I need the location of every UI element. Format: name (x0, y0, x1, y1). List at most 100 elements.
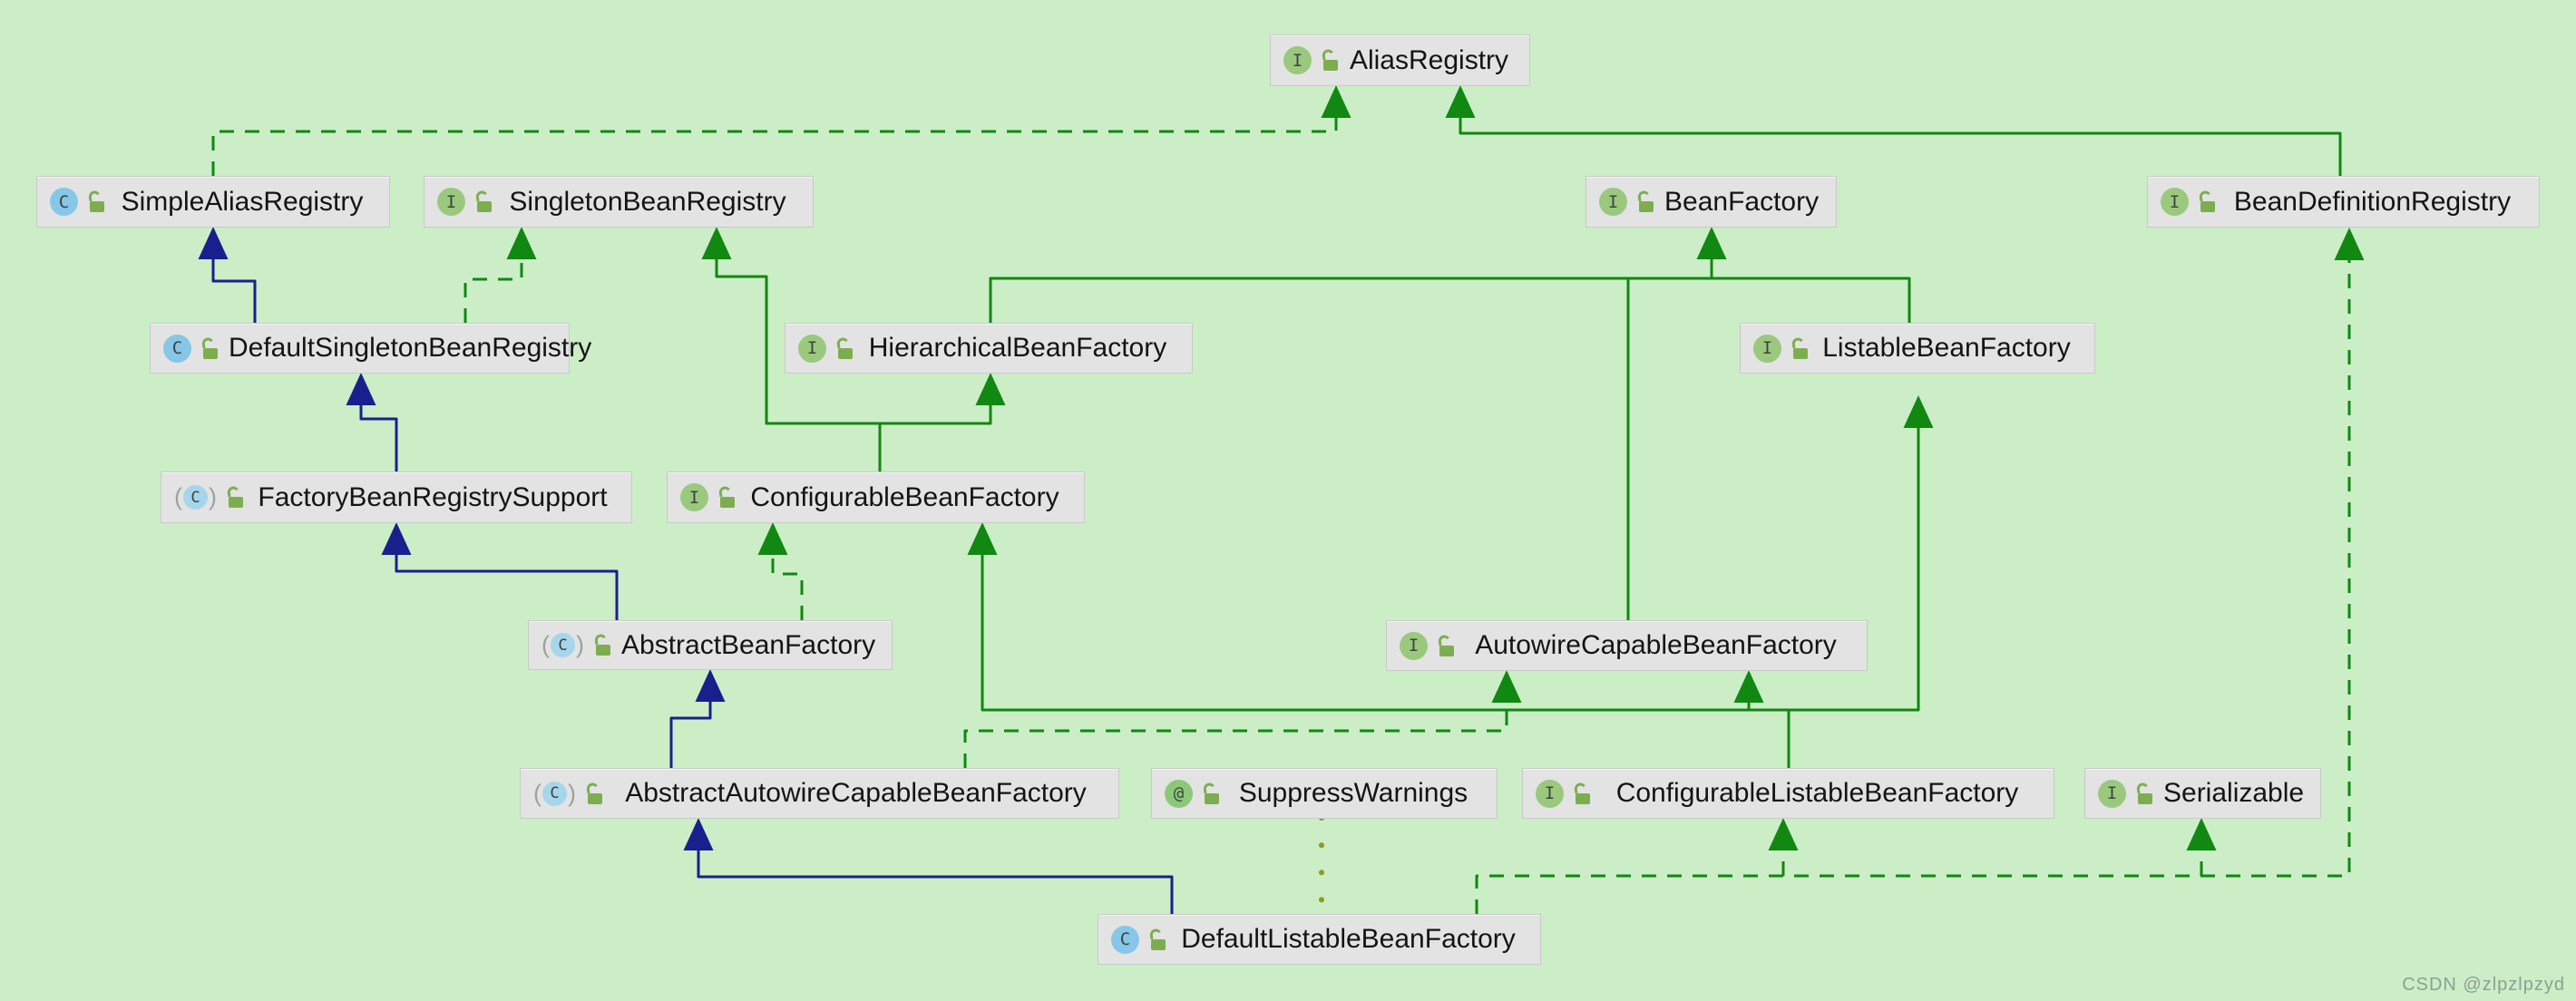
node-ListableBeanFactory[interactable]: I ListableBeanFactory (1740, 323, 2095, 374)
lock-icon (2199, 190, 2215, 212)
edge-ConfigurableListableBeanFactory-extends-AutowireCapableBeanFactory (1733, 670, 1789, 712)
lock-icon (227, 486, 243, 508)
node-AbstractBeanFactory[interactable]: (C ) AbstractBeanFactory (528, 620, 893, 670)
edge-HierarchicalBeanFactory-extends-BeanFactory (989, 227, 1727, 323)
interface-icon: I (1536, 779, 1564, 808)
node-icons: I (437, 188, 495, 216)
node-AbstractAutowireCapableBeanFactory[interactable]: (C ) AbstractAutowireCapableBeanFactory (520, 768, 1119, 819)
lock-icon (594, 634, 610, 656)
lock-icon (1574, 782, 1590, 804)
watermark: CSDN @zlpzlpzyd (2402, 975, 2565, 995)
abstract-class-icon: C (183, 485, 208, 510)
node-label: SuppressWarnings (1238, 778, 1469, 808)
edge-AbstractAutowireCapableBeanFactory-extends-AbstractBeanFactory (669, 669, 726, 768)
abstract-paren-left: ( (533, 779, 542, 807)
edge-ConfigurableBeanFactory-extends-HierarchicalBeanFactory (880, 373, 1006, 425)
lock-icon (586, 782, 602, 804)
node-label: ConfigurableListableBeanFactory (1615, 778, 2019, 808)
abstract-paren-right: ) (568, 779, 576, 807)
lock-icon (475, 190, 492, 212)
node-label: AutowireCapableBeanFactory (1475, 630, 1837, 660)
node-icons: (C ) (533, 779, 606, 807)
lock-icon (1791, 337, 1808, 359)
node-icons: (C ) (174, 485, 247, 510)
node-SuppressWarnings[interactable]: @ SuppressWarnings (1151, 768, 1498, 819)
node-label: FactoryBeanRegistrySupport (258, 481, 608, 512)
edge-SimpleAliasRegistry-implements-AliasRegistry (211, 85, 1351, 176)
node-label: BeanDefinitionRegistry (2233, 186, 2512, 217)
abstract-class-icon: C (542, 781, 567, 806)
lock-icon (1149, 928, 1166, 950)
interface-icon: I (1753, 334, 1781, 363)
edge-ConfigurableBeanFactory-extends-SingletonBeanRegistry (701, 227, 882, 471)
abstract-paren-left: ( (174, 483, 182, 510)
node-icons: I (680, 483, 738, 511)
node-SimpleAliasRegistry[interactable]: C SimpleAliasRegistry (36, 176, 390, 228)
abstract-paren-left: ( (542, 631, 550, 658)
node-label: SimpleAliasRegistry (121, 186, 364, 217)
node-icons: I (1536, 779, 1594, 808)
edge-BeanDefinitionRegistry-extends-AliasRegistry (1445, 85, 2342, 176)
interface-icon: I (798, 334, 826, 363)
class-icon: C (50, 188, 78, 216)
lock-icon (1322, 49, 1338, 71)
node-label: Serializable (2163, 778, 2305, 808)
edge-AbstractBeanFactory-implements-ConfigurableBeanFactory (757, 522, 804, 620)
node-BeanDefinitionRegistry[interactable]: I BeanDefinitionRegistry (2147, 176, 2540, 228)
node-icons: I (1283, 46, 1342, 74)
edge-AbstractAutowireCapableBeanFactory-implements-AutowireCapableBeanFactory (963, 670, 1522, 768)
interface-icon: I (1599, 188, 1627, 216)
node-icons: C (163, 334, 221, 363)
node-ConfigurableBeanFactory[interactable]: I ConfigurableBeanFactory (667, 471, 1085, 523)
interface-icon: I (1400, 631, 1428, 660)
node-label: AbstractAutowireCapableBeanFactory (625, 778, 1087, 808)
edge-DefaultSingletonBeanRegistry-extends-SimpleAliasRegistry (198, 227, 257, 323)
interface-icon: I (2161, 188, 2189, 216)
node-icons: (C ) (542, 633, 614, 657)
lock-icon (1203, 782, 1219, 804)
node-label: BeanFactory (1664, 186, 1820, 217)
node-icons: I (1599, 188, 1657, 216)
node-DefaultListableBeanFactory[interactable]: C DefaultListableBeanFactory (1098, 914, 1541, 965)
node-icons: I (2161, 188, 2219, 216)
node-icons: I (1753, 334, 1811, 363)
lock-icon (836, 337, 853, 359)
edge-DefaultListableBeanFactory-extends-AbstractAutowireCapableBeanFactory (683, 818, 1174, 914)
lock-icon (88, 190, 104, 212)
node-icons: @ (1165, 779, 1223, 808)
node-ConfigurableListableBeanFactory[interactable]: I ConfigurableListableBeanFactory (1522, 768, 2054, 819)
abstract-paren-right: ) (576, 631, 584, 658)
node-SingletonBeanRegistry[interactable]: I SingletonBeanRegistry (424, 176, 814, 228)
node-DefaultSingletonBeanRegistry[interactable]: C DefaultSingletonBeanRegistry (150, 323, 591, 374)
node-label: AliasRegistry (1349, 44, 1509, 75)
node-AutowireCapableBeanFactory[interactable]: I AutowireCapableBeanFactory (1386, 620, 1868, 671)
abstract-paren-right: ) (209, 483, 217, 510)
lock-icon (1637, 190, 1654, 212)
interface-icon: I (437, 188, 465, 216)
interface-icon: I (1283, 46, 1312, 74)
lock-icon (2136, 782, 2152, 804)
abstract-class-icon: (C ) (174, 485, 217, 510)
node-label: ConfigurableBeanFactory (750, 481, 1059, 512)
edge-ConfigurableListableBeanFactory-extends-ListableBeanFactory (1789, 395, 1934, 712)
abstract-class-icon: (C ) (542, 633, 584, 657)
node-label: ListableBeanFactory (1822, 333, 2071, 363)
node-Serializable[interactable]: I Serializable (2084, 768, 2321, 819)
edge-ConfigurableListableBeanFactory-extends-ConfigurableBeanFactory (967, 522, 1791, 768)
node-label: HierarchicalBeanFactory (868, 333, 1167, 363)
edge-DefaultSingletonBeanRegistry-implements-SingletonBeanRegistry (463, 227, 537, 323)
edge-DefaultListableBeanFactory-implements-BeanDefinitionRegistry (1475, 228, 2365, 914)
node-HierarchicalBeanFactory[interactable]: I HierarchicalBeanFactory (785, 323, 1193, 374)
node-icons: I (798, 334, 856, 363)
node-label: AbstractBeanFactory (621, 629, 876, 660)
node-FactoryBeanRegistrySupport[interactable]: (C ) FactoryBeanRegistrySupport (161, 471, 632, 523)
annotation-icon: @ (1165, 779, 1193, 808)
node-BeanFactory[interactable]: I BeanFactory (1586, 176, 1837, 228)
node-label: DefaultSingletonBeanRegistry (229, 333, 592, 363)
lock-icon (1438, 635, 1454, 656)
class-icon: C (163, 334, 191, 363)
node-AliasRegistry[interactable]: I AliasRegistry (1270, 34, 1530, 86)
node-icons: C (50, 188, 108, 216)
